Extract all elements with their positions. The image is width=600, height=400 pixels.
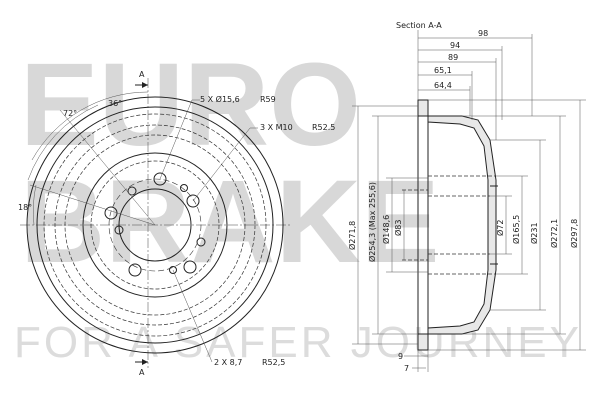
angle-label-36: 36°	[108, 99, 122, 108]
angle-arc-18	[33, 184, 37, 226]
callout-thread-radius: R52.5	[312, 123, 335, 132]
dim-94: 94	[450, 41, 460, 50]
dim-64-4: 64,4	[434, 81, 452, 90]
bolt-hole	[186, 194, 200, 208]
dim-271-8: Ø271,8	[347, 221, 357, 250]
dim-165-5: Ø165,5	[511, 215, 521, 244]
watermark-tagline: FOR A SAFER JOURNEY	[14, 318, 582, 367]
center-bore-circle	[118, 188, 192, 262]
vertical-dimensions-left: Ø271,8 Ø254,3 (Max 255,6) Ø148,6 Ø83	[347, 105, 428, 345]
bottom-dimensions: 9 7	[398, 350, 429, 373]
leader-pin-holes	[172, 269, 213, 363]
angle-arc-36	[31, 91, 149, 161]
hub-hidden-circle	[90, 160, 220, 290]
dim-148-6: Ø148,6	[381, 215, 391, 244]
dim-83: Ø83	[393, 220, 403, 236]
bolt-hole	[183, 260, 197, 274]
angle-label-72: 72°	[63, 109, 77, 118]
angle-ray	[29, 184, 156, 226]
dim-72: Ø72	[495, 220, 505, 236]
leader-bolt-holes	[159, 99, 193, 180]
section-view: Section A-A 98 94 89	[347, 21, 586, 373]
dim-272-1: Ø272,1	[549, 219, 559, 248]
drum-hidden-circle-2	[54, 124, 256, 326]
dim-89: 89	[448, 53, 458, 62]
section-arrow-bottom	[142, 359, 148, 365]
angle-ray	[59, 109, 156, 226]
section-title: Section A-A	[396, 21, 442, 30]
dim-9: 9	[398, 352, 403, 361]
front-view: 36° 72° 18° A A 5 X Ø15,6 R59 3 X M10 R5…	[18, 70, 335, 377]
angle-arc-72	[27, 104, 99, 181]
thread-hole	[196, 237, 206, 247]
horizontal-dimensions: 98 94 89 65,1 64,4	[417, 29, 533, 140]
section-marker-bottom: A	[139, 368, 145, 377]
bolt-pitch-circle	[108, 178, 202, 272]
vertical-dimensions-right: Ø72 Ø165,5 Ø231 Ø272,1 Ø297,8	[428, 99, 586, 351]
dim-297-8: Ø297,8	[569, 219, 579, 248]
leader-thread-holes	[192, 127, 251, 202]
hub-face-circle	[82, 152, 228, 298]
angle-label-18: 18°	[18, 203, 32, 212]
section-marker-top: A	[139, 70, 145, 79]
pin-hole	[180, 184, 188, 192]
drum-hidden-circle-3	[64, 134, 246, 316]
watermark: EURO BRAKE FOR A SAFER JOURNEY	[14, 39, 582, 367]
callout-pin-holes: 2 X 8,7	[214, 358, 242, 367]
thread-hole	[127, 186, 137, 196]
dim-254-3: Ø254,3 (Max 255,6)	[367, 182, 377, 262]
pin-hole	[169, 266, 177, 274]
dim-7: 7	[404, 364, 409, 373]
bolt-hole	[128, 263, 142, 277]
watermark-line1: EURO	[20, 39, 361, 171]
drum-outer-circle	[26, 96, 284, 354]
dim-65-1: 65,1	[434, 66, 452, 75]
callout-bolt-holes: 5 X Ø15,6	[200, 94, 240, 104]
drum-rim-circle	[36, 106, 274, 344]
section-arrow-top	[142, 82, 148, 88]
dim-231: Ø231	[529, 222, 539, 244]
thread-hole	[114, 225, 124, 235]
bolt-hole	[153, 172, 167, 186]
watermark-line2: BRAKE	[20, 156, 440, 288]
callout-thread-holes: 3 X M10	[260, 123, 293, 132]
drum-hidden-circle-1	[43, 113, 267, 337]
callout-bolt-circle: R59	[260, 95, 276, 104]
callout-pin-radius: R52,5	[262, 358, 285, 367]
dim-98: 98	[478, 29, 488, 38]
